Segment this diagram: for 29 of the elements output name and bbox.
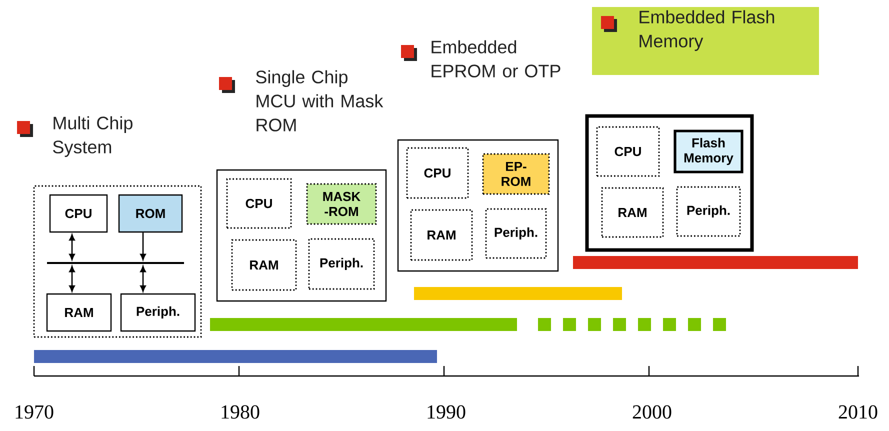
year-label: 1980: [222, 405, 260, 419]
component-box: Periph.: [120, 293, 196, 332]
component-box: Flash Memory: [674, 130, 744, 174]
heading-band: Embedded Flash Memory: [592, 7, 819, 75]
component-box: CPU: [406, 147, 469, 199]
component-box: ROM: [118, 194, 183, 233]
component-box: RAM: [46, 293, 112, 332]
heading: Single Chip MCU with Mask ROM: [219, 70, 384, 132]
component-box: MASK -ROM: [306, 183, 377, 225]
component-box: CPU: [49, 194, 108, 233]
component-box: Periph.: [308, 238, 375, 290]
arrow: [140, 266, 146, 292]
year-label: 2010: [838, 405, 878, 419]
year-label: 1990: [428, 405, 466, 419]
component-box: RAM: [410, 209, 473, 261]
component-box: EP- ROM: [482, 153, 550, 195]
component-box: RAM: [231, 239, 297, 291]
arrow: [140, 232, 146, 260]
arrow: [69, 234, 75, 260]
component-box: CPU: [226, 178, 292, 229]
component-box: Periph.: [485, 208, 547, 259]
heading: Multi Chip System: [17, 116, 132, 157]
year-label: 2000: [632, 405, 672, 419]
component-box: CPU: [596, 126, 660, 177]
component-box: Periph.: [676, 186, 741, 237]
component-box: RAM: [601, 187, 664, 238]
year-label: 1970: [16, 405, 54, 419]
arrow: [69, 266, 75, 292]
heading: Embedded EPROM or OTP: [401, 40, 560, 78]
